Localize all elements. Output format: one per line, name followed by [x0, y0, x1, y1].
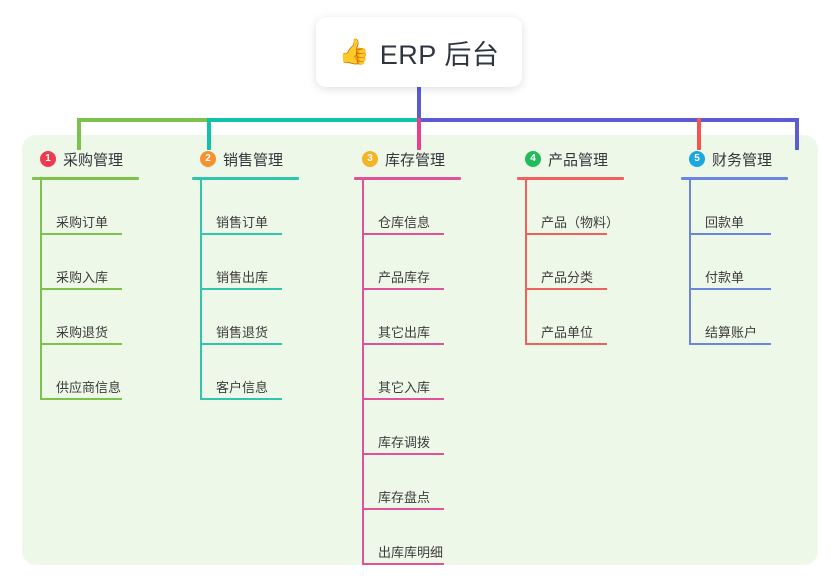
leaf-item-label: 产品库存 — [378, 270, 431, 285]
root-title: ERP 后台 — [379, 39, 500, 70]
leaf-item-rule — [691, 343, 771, 345]
leaf-item-rule — [42, 343, 122, 345]
leaf-item-rule — [527, 343, 607, 345]
leaf-item-label: 销售出库 — [216, 270, 269, 285]
branch-number-badge: 2 — [200, 151, 216, 167]
leaf-item[interactable]: 回款单 — [691, 180, 839, 235]
branch-header-1[interactable]: 1 采购管理 — [32, 148, 192, 170]
branch-leaf-list: 产品（物料） 产品分类产品单位 — [525, 180, 677, 345]
leaf-item[interactable]: 采购订单 — [42, 180, 192, 235]
leaf-item-label: 其它入库 — [378, 380, 431, 395]
leaf-item[interactable]: 结算账户 — [691, 290, 839, 345]
leaf-item[interactable]: 仓库信息 — [364, 180, 514, 235]
branch-leaf-list: 仓库信息产品库存其它出库其它入库库存调拨库存盘点出库库明细 — [362, 180, 514, 565]
branch-number-badge: 1 — [40, 151, 56, 167]
leaf-item-rule — [691, 233, 771, 235]
leaf-item[interactable]: 其它出库 — [364, 290, 514, 345]
leaf-item-rule — [527, 288, 607, 290]
leaf-item-label: 采购入库 — [56, 270, 109, 285]
leaf-item-label: 供应商信息 — [56, 380, 122, 395]
leaf-item-rule — [364, 508, 444, 510]
leaf-item-rule — [691, 288, 771, 290]
leaf-item-label: 仓库信息 — [378, 215, 431, 230]
leaf-item[interactable]: 销售退货 — [202, 290, 352, 345]
branch-number-badge: 4 — [525, 151, 541, 167]
leaf-item-label: 客户信息 — [216, 380, 269, 395]
leaf-item-label: 采购订单 — [56, 215, 109, 230]
branch-header-rule — [32, 177, 139, 180]
leaf-item[interactable]: 产品库存 — [364, 235, 514, 290]
branch-header-4[interactable]: 4 产品管理 — [517, 148, 677, 170]
leaf-item[interactable]: 产品单位 — [527, 290, 677, 345]
leaf-item-label: 其它出库 — [378, 325, 431, 340]
diagram-panel-background — [22, 135, 818, 565]
leaf-item-rule — [364, 233, 444, 235]
branch-title: 产品管理 — [548, 151, 609, 169]
leaf-item[interactable]: 供应商信息 — [42, 345, 192, 400]
leaf-item-rule — [364, 453, 444, 455]
leaf-item-rule — [202, 343, 282, 345]
leaf-item[interactable]: 销售订单 — [202, 180, 352, 235]
leaf-item-rule — [527, 233, 607, 235]
leaf-item-rule — [42, 288, 122, 290]
leaf-item-rule — [42, 233, 122, 235]
leaf-item-label: 出库库明细 — [378, 545, 444, 560]
root-node[interactable]: 👍 ERP 后台 — [316, 17, 522, 87]
branch-header-rule — [354, 177, 461, 180]
leaf-item-rule — [202, 398, 282, 400]
branch-header-3[interactable]: 3 库存管理 — [354, 148, 514, 170]
branch-header-rule — [681, 177, 788, 180]
leaf-item-label: 销售订单 — [216, 215, 269, 230]
leaf-item[interactable]: 其它入库 — [364, 345, 514, 400]
branch-leaf-list: 回款单付款单结算账户 — [689, 180, 839, 345]
branch-column-4: 4 产品管理产品（物料） 产品分类产品单位 — [517, 148, 677, 345]
leaf-item[interactable]: 产品分类 — [527, 235, 677, 290]
branch-title: 库存管理 — [385, 151, 446, 169]
branch-column-5: 5 财务管理回款单付款单结算账户 — [681, 148, 839, 345]
branch-title: 财务管理 — [712, 151, 773, 169]
leaf-item[interactable]: 销售出库 — [202, 235, 352, 290]
leaf-item-label: 结算账户 — [705, 325, 758, 340]
leaf-item-label: 采购退货 — [56, 325, 109, 340]
leaf-item[interactable]: 采购退货 — [42, 290, 192, 345]
branch-title: 销售管理 — [223, 151, 284, 169]
leaf-item-rule — [202, 233, 282, 235]
branch-leaf-list: 采购订单采购入库采购退货供应商信息 — [40, 180, 192, 400]
branch-column-3: 3 库存管理仓库信息产品库存其它出库其它入库库存调拨库存盘点出库库明细 — [354, 148, 514, 565]
leaf-item-rule — [364, 288, 444, 290]
leaf-item[interactable]: 付款单 — [691, 235, 839, 290]
branch-number-badge: 3 — [362, 151, 378, 167]
branch-number-badge: 5 — [689, 151, 705, 167]
branch-column-1: 1 采购管理采购订单采购入库采购退货供应商信息 — [32, 148, 192, 400]
branch-header-rule — [192, 177, 299, 180]
branch-title: 采购管理 — [63, 151, 124, 169]
leaf-item-label: 销售退货 — [216, 325, 269, 340]
leaf-item-rule — [364, 563, 444, 565]
branch-leaf-list: 销售订单销售出库销售退货客户信息 — [200, 180, 352, 400]
branch-header-rule — [517, 177, 624, 180]
leaf-item[interactable]: 库存调拨 — [364, 400, 514, 455]
leaf-item-label: 回款单 — [705, 215, 745, 230]
leaf-item-rule — [42, 398, 122, 400]
leaf-item-label: 库存调拨 — [378, 435, 431, 450]
leaf-item-label: 产品分类 — [541, 270, 594, 285]
branch-column-2: 2 销售管理销售订单销售出库销售退货客户信息 — [192, 148, 352, 400]
thumbs-up-icon: 👍 — [338, 37, 370, 66]
leaf-item[interactable]: 库存盘点 — [364, 455, 514, 510]
leaf-item-label: 库存盘点 — [378, 490, 431, 505]
branch-header-2[interactable]: 2 销售管理 — [192, 148, 352, 170]
branch-header-5[interactable]: 5 财务管理 — [681, 148, 839, 170]
leaf-item-rule — [364, 343, 444, 345]
leaf-item[interactable]: 采购入库 — [42, 235, 192, 290]
leaf-item-label: 付款单 — [705, 270, 745, 285]
leaf-item-rule — [364, 398, 444, 400]
leaf-item[interactable]: 客户信息 — [202, 345, 352, 400]
leaf-item-label: 产品（物料） — [541, 215, 620, 230]
leaf-item[interactable]: 出库库明细 — [364, 510, 514, 565]
leaf-item-rule — [202, 288, 282, 290]
leaf-item[interactable]: 产品（物料） — [527, 180, 677, 235]
leaf-item-label: 产品单位 — [541, 325, 594, 340]
